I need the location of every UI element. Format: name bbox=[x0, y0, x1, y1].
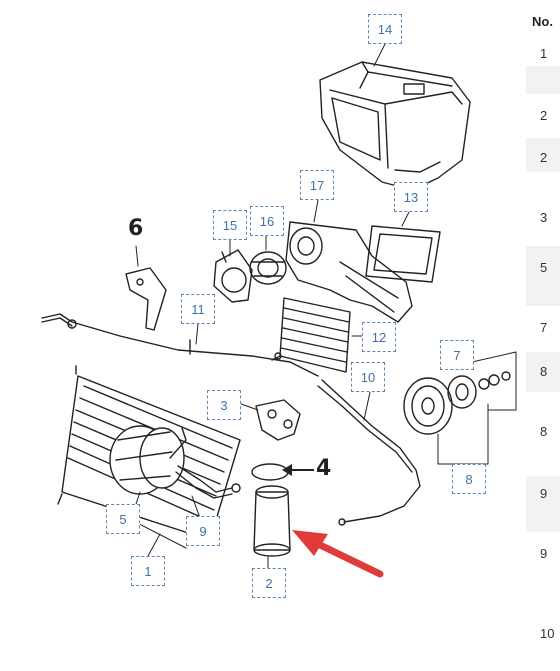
callout-2[interactable]: 2 bbox=[252, 568, 286, 598]
table-row: 5 bbox=[540, 260, 548, 275]
callout-14[interactable]: 14 bbox=[368, 14, 402, 44]
expansion-valve bbox=[255, 399, 301, 441]
compressor-clutch bbox=[403, 371, 511, 435]
suction-line bbox=[317, 379, 421, 526]
callout-8[interactable]: 8 bbox=[452, 464, 486, 494]
table-header-no: No. bbox=[532, 14, 553, 29]
row-shade bbox=[526, 138, 560, 172]
callout-15[interactable]: 15 bbox=[213, 210, 247, 240]
table-row: 1 bbox=[540, 46, 548, 61]
callout-12[interactable]: 12 bbox=[362, 322, 396, 352]
callout-11[interactable]: 11 bbox=[181, 294, 215, 324]
table-row: 9 bbox=[540, 486, 548, 501]
callout-17[interactable]: 17 bbox=[300, 170, 334, 200]
row-shade bbox=[526, 352, 560, 392]
callout-5[interactable]: 5 bbox=[106, 504, 140, 534]
refrigerant-line bbox=[41, 313, 319, 377]
row-shade bbox=[526, 246, 560, 306]
table-row: 3 bbox=[540, 210, 548, 225]
diagram-drawing bbox=[41, 43, 517, 578]
table-row: 2 bbox=[540, 150, 548, 165]
table-row: 8 bbox=[540, 364, 548, 379]
parts-diagram: 14 17 13 15 16 6 11 12 7 3 10 4 5 9 8 1 … bbox=[41, 14, 517, 598]
blower-wheel bbox=[249, 251, 287, 285]
table-row: 2 bbox=[540, 108, 548, 123]
evaporator-core bbox=[271, 297, 351, 373]
blower-motor bbox=[213, 249, 253, 303]
evaporator-housing bbox=[285, 221, 413, 323]
mounting-bracket bbox=[125, 267, 167, 331]
heater-housing bbox=[319, 61, 471, 191]
row-shade bbox=[526, 476, 560, 532]
highlight-arrow bbox=[292, 530, 384, 578]
compressor-hoses bbox=[169, 427, 241, 499]
callout-16[interactable]: 16 bbox=[250, 206, 284, 236]
callout-9[interactable]: 9 bbox=[186, 516, 220, 546]
callout-10[interactable]: 10 bbox=[351, 362, 385, 392]
callout-7[interactable]: 7 bbox=[440, 340, 474, 370]
table-row: 10 bbox=[540, 626, 555, 641]
label-4-arrow bbox=[282, 464, 314, 476]
compressor bbox=[109, 425, 185, 495]
receiver-drier bbox=[253, 485, 291, 557]
callout-13[interactable]: 13 bbox=[394, 182, 428, 212]
table-row: 9 bbox=[540, 546, 548, 561]
label-6: 6 bbox=[128, 216, 144, 241]
label-4: 4 bbox=[316, 456, 332, 481]
callout-3[interactable]: 3 bbox=[207, 390, 241, 420]
row-shade bbox=[526, 66, 560, 94]
cabin-filter bbox=[365, 225, 441, 283]
table-row: 7 bbox=[540, 320, 548, 335]
parts-table: No. 1 2 2 3 5 7 8 8 9 9 10 bbox=[526, 0, 560, 666]
table-row: 8 bbox=[540, 424, 548, 439]
callout-1[interactable]: 1 bbox=[131, 556, 165, 586]
